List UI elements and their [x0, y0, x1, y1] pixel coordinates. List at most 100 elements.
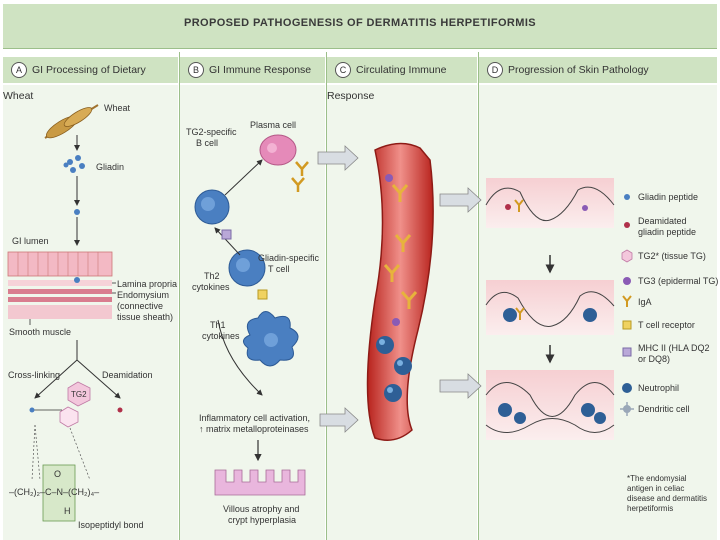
tg3-icon — [392, 318, 400, 326]
label-wheat: Wheat — [104, 103, 131, 113]
legend-tcr: T cell receptor — [638, 320, 695, 330]
label-isopeptidyl: Isopeptidyl bond — [78, 520, 144, 530]
tg3-icon — [385, 174, 393, 182]
gliadin-peptide-icon — [624, 194, 630, 200]
legend-dendritic: Dendritic cell — [638, 404, 690, 414]
villi-icon — [214, 469, 306, 496]
label-deamidation: Deamidation — [102, 370, 153, 380]
tg2-icon — [67, 381, 91, 407]
legend-tg2: TG2* (tissue TG) — [638, 251, 706, 261]
arrow — [76, 359, 121, 399]
panel-b-background — [180, 85, 325, 540]
label-lamina-propria: Lamina propria — [117, 279, 178, 289]
label-chem-o: O — [54, 469, 62, 479]
wheat-icon — [44, 104, 99, 139]
iga-icon — [383, 184, 418, 309]
label-plasma-cell: Plasma cell — [250, 120, 297, 130]
label-crypt: crypt hyperplasia — [228, 515, 297, 525]
label-tg2: TG2 — [71, 390, 87, 399]
panel-c-letter: C — [335, 62, 351, 78]
iga-icon — [291, 161, 309, 192]
arrow — [224, 159, 263, 196]
legend-mhc: MHC II (HLA DQ2 — [638, 343, 710, 353]
label-smooth-muscle: Smooth muscle — [9, 327, 72, 337]
label-gi-lumen: GI lumen — [12, 236, 49, 246]
legend-iga: IgA — [638, 297, 652, 307]
label-inflammatory: Inflammatory cell activation, — [199, 413, 311, 423]
dendritic-icon — [243, 311, 299, 367]
divider — [326, 52, 327, 540]
skin-stage-3 — [485, 370, 615, 440]
panel-c-title: Circulating Immune Response — [327, 64, 447, 102]
divider — [478, 52, 479, 540]
panel-b-title: GI Immune Response — [209, 64, 312, 76]
label-tg2-b-cell: TG2-specific — [186, 127, 237, 137]
label-endomysium: Endomysium — [117, 290, 170, 300]
legend-gliadin-peptide: Gliadin peptide — [638, 192, 699, 202]
footnote-4: herpetiformis — [627, 504, 674, 513]
label-cross-linking: Cross-linking — [8, 370, 61, 380]
legend-mhc-2: or DQ8) — [638, 354, 671, 364]
label-th2-cytokines: cytokines — [192, 282, 230, 292]
arrow — [214, 227, 241, 256]
label-gliadin-specific: Gliadin-specific — [258, 253, 320, 263]
panel-b-header: B GI Immune Response — [180, 57, 325, 83]
divider — [179, 52, 180, 540]
gliadin-peptide-icon — [74, 209, 80, 215]
skin-stage-1 — [485, 178, 615, 228]
intestinal-wall — [7, 251, 113, 319]
legend-deamidated-2: gliadin peptide — [638, 227, 697, 237]
panel-a-title: GI Processing of Dietary Wheat — [3, 64, 146, 102]
title-bar: PROPOSED PATHOGENESIS OF DERMATITIS HERP… — [3, 4, 717, 49]
label-th1-cytokines: cytokines — [202, 331, 240, 341]
label-chemical-formula: –(CH₂)₂–C–N–(CH₂)₄– — [9, 487, 100, 497]
footnote-1: *The endomysial — [627, 474, 687, 483]
legend-neutrophil: Neutrophil — [638, 383, 680, 393]
panel-b-letter: B — [188, 62, 204, 78]
neutrophil-icon — [622, 383, 632, 393]
label-chem-h: H — [64, 506, 71, 516]
legend-icons — [620, 194, 634, 416]
panel-d-letter: D — [487, 62, 503, 78]
tcr-icon — [622, 320, 632, 330]
deamidated-peptide-icon — [624, 222, 630, 228]
panel-a-letter: A — [11, 62, 27, 78]
footnote-2: antigen in celiac — [627, 484, 685, 493]
label-th1: Th1 — [210, 320, 226, 330]
legend-deamidated: Deamidated — [638, 216, 687, 226]
isopeptide-highlight — [42, 464, 76, 522]
label-b-cell: B cell — [196, 138, 219, 148]
panel-d-title: Progression of Skin Pathology — [508, 64, 649, 76]
panel-d-header: D Progression of Skin Pathology — [479, 57, 717, 83]
skin-stage-2 — [485, 280, 615, 335]
iga-icon — [622, 295, 632, 307]
label-t-cell: T cell — [268, 264, 290, 274]
plasma-cell-icon — [259, 134, 297, 166]
label-connective: (connective — [117, 301, 164, 311]
dendritic-icon — [620, 402, 634, 416]
arrow — [217, 319, 263, 396]
mhc-icon — [221, 229, 232, 240]
tg2-icon — [621, 249, 633, 263]
tcr-icon — [257, 289, 268, 300]
footnote-3: disease and dermatitis — [627, 494, 708, 503]
gliadin-peptide-icon — [29, 407, 35, 413]
gliadin-cluster-icon — [63, 155, 85, 173]
legend-tg3: TG3 (epidermal TG) — [638, 276, 719, 286]
label-mmp: ↑ matrix metalloproteinases — [199, 424, 309, 434]
label-tissue-sheath: tissue sheath) — [117, 312, 174, 322]
tg3-icon — [623, 277, 631, 285]
transition-arrow — [317, 145, 482, 433]
label-gliadin: Gliadin — [96, 162, 125, 172]
gliadin-peptide-icon — [74, 277, 80, 283]
page-title: PROPOSED PATHOGENESIS OF DERMATITIS HERP… — [183, 17, 537, 29]
arrow — [34, 359, 78, 399]
label-villous: Villous atrophy and — [223, 504, 300, 514]
deamidated-peptide-icon — [117, 407, 123, 413]
tg2-icon — [59, 406, 79, 428]
mhc-icon — [622, 347, 632, 357]
